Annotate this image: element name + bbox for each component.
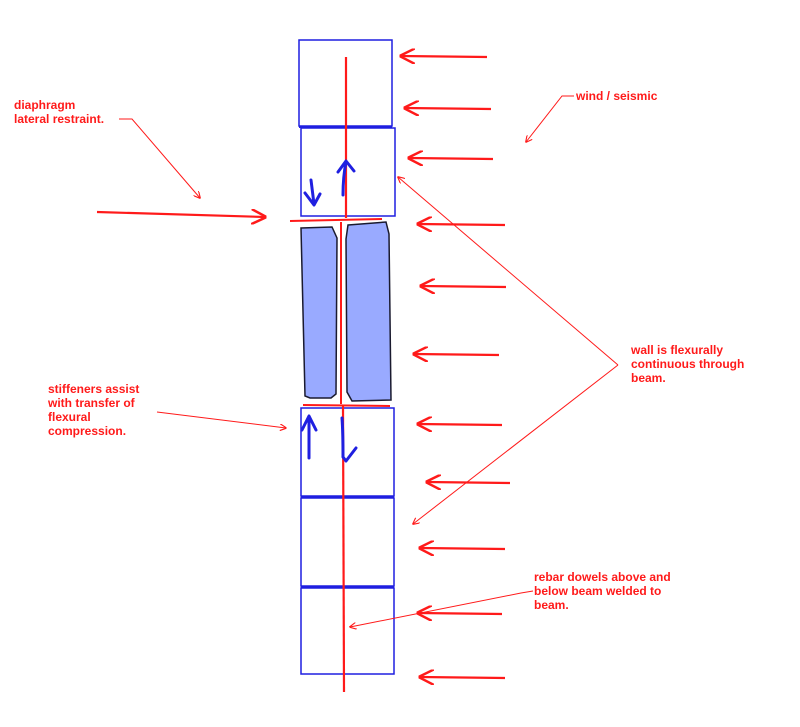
beam-top-flange — [289, 218, 383, 222]
load-arrow — [414, 354, 500, 355]
load-arrow — [418, 424, 503, 425]
load-arrow — [421, 286, 507, 287]
wall-leader-lower — [413, 364, 619, 524]
wall-block-lower-2 — [300, 497, 395, 587]
load-arrow — [409, 158, 494, 159]
wind-load-arrows — [401, 56, 511, 678]
load-arrow — [418, 224, 506, 225]
stiffeners-note: stiffeners assist with transfer of flexu… — [48, 382, 140, 438]
wall-leader-upper — [398, 177, 619, 366]
load-arrow — [418, 613, 503, 614]
load-arrow — [427, 482, 511, 483]
wind-seismic-note: wind / seismic — [576, 89, 658, 103]
load-arrow — [405, 108, 492, 109]
diaphragm-restraint-arrow — [96, 212, 265, 217]
tension-arrow-up-upper — [336, 159, 356, 197]
tension-arrow-up-lower — [300, 414, 318, 460]
stiffener-plate-left — [300, 226, 338, 399]
wall-block-lower-3 — [300, 587, 395, 675]
diaphragm-leader — [119, 118, 200, 198]
wall-block-lower-1 — [300, 407, 395, 497]
load-arrow — [401, 56, 488, 57]
load-arrow — [420, 677, 506, 678]
stiffener-plate-right — [345, 221, 392, 402]
wind-leader — [526, 95, 574, 142]
load-arrow — [420, 548, 506, 549]
stiffener-leader — [156, 411, 286, 428]
beam-bottom-flange — [302, 404, 391, 407]
rebar-dowels-note: rebar dowels above and below beam welded… — [534, 570, 671, 612]
compression-arrow-down-lower — [340, 416, 358, 463]
wall-continuity-note: wall is flexurally continuous through be… — [631, 343, 745, 385]
rebar-leader — [350, 590, 534, 627]
diaphragm-note: diaphragm lateral restraint. — [14, 98, 105, 126]
compression-arrow-down-upper — [303, 178, 322, 207]
